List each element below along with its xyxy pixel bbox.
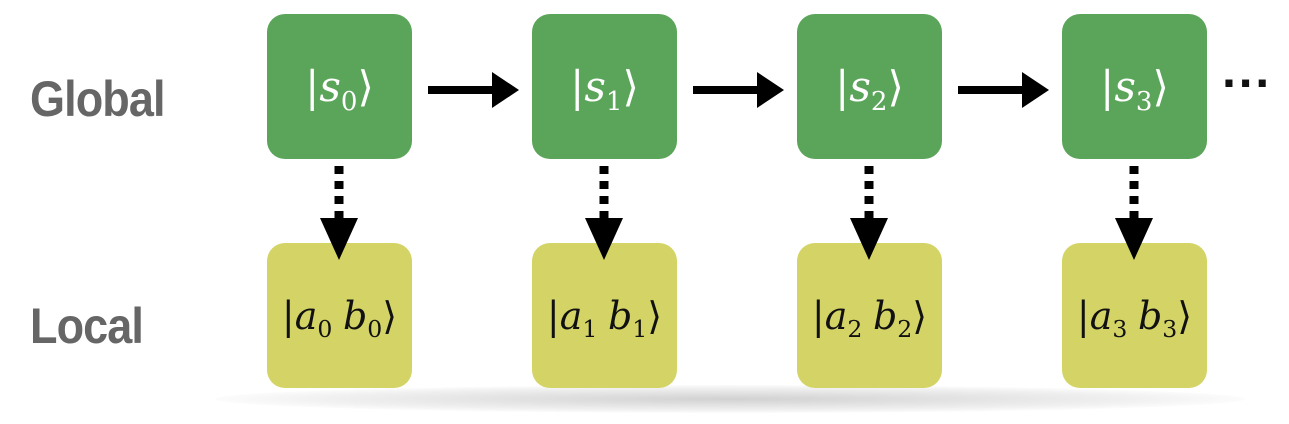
ket-open: | (1100, 61, 1115, 111)
state-symbol-b: b (872, 293, 898, 338)
transition-arrow-2-3 (958, 72, 1049, 108)
ket-open: | (1076, 293, 1090, 338)
state-index: 0 (340, 86, 358, 117)
ket-open: | (835, 61, 850, 111)
projection-arrow-3 (1115, 166, 1153, 260)
state-index-b: 3 (1162, 314, 1178, 343)
state-index-a: 0 (317, 314, 333, 343)
ket-open: | (570, 61, 585, 111)
ket-close: ⟩ (1177, 293, 1193, 338)
ket-open: | (305, 61, 320, 111)
continuation-ellipsis: ··· (1222, 55, 1272, 111)
state-index-b: 2 (897, 314, 913, 343)
ket-open: | (281, 293, 295, 338)
state-symbol: s (1114, 61, 1136, 111)
ground-shadow (215, 385, 1245, 413)
global-state-ket: |s1⟩ (570, 65, 639, 115)
global-state-box-2: |s2⟩ (797, 14, 942, 159)
global-state-box-0: |s0⟩ (267, 14, 412, 159)
ket-close: ⟩ (382, 293, 398, 338)
state-symbol-b: b (342, 293, 368, 338)
state-index-a: 1 (582, 314, 598, 343)
state-symbol-b: b (1137, 293, 1163, 338)
state-symbol: s (849, 61, 871, 111)
state-symbol: s (584, 61, 606, 111)
global-state-ket: |s0⟩ (305, 65, 374, 115)
ket-close: ⟩ (1152, 61, 1169, 111)
state-index: 1 (605, 86, 623, 117)
row-label-local: Local (30, 298, 144, 354)
ket-close: ⟩ (647, 293, 663, 338)
state-index-b: 0 (367, 314, 383, 343)
transition-arrow-1-2 (693, 72, 784, 108)
global-state-ket: |s3⟩ (1100, 65, 1169, 115)
state-symbol-a: a (559, 293, 583, 338)
state-symbol: s (319, 61, 341, 111)
state-index: 3 (1135, 86, 1153, 117)
state-symbol-a: a (824, 293, 848, 338)
state-symbol-a: a (294, 293, 318, 338)
state-index-a: 3 (1112, 314, 1128, 343)
state-index-a: 2 (847, 314, 863, 343)
ket-open: | (546, 293, 560, 338)
global-state-ket: |s2⟩ (835, 65, 904, 115)
projection-arrow-1 (585, 166, 623, 260)
ket-open: | (811, 293, 825, 338)
ket-close: ⟩ (912, 293, 928, 338)
state-index-b: 1 (632, 314, 648, 343)
transition-arrow-0-1 (428, 72, 519, 108)
global-state-box-3: |s3⟩ (1062, 14, 1207, 159)
projection-arrow-2 (850, 166, 888, 260)
projection-arrow-0 (320, 166, 358, 260)
ket-close: ⟩ (622, 61, 639, 111)
state-index: 2 (870, 86, 888, 117)
state-symbol-a: a (1089, 293, 1113, 338)
global-state-box-1: |s1⟩ (532, 14, 677, 159)
ket-close: ⟩ (887, 61, 904, 111)
row-label-global: Global (30, 71, 166, 127)
ket-close: ⟩ (357, 61, 374, 111)
state-symbol-b: b (607, 293, 633, 338)
